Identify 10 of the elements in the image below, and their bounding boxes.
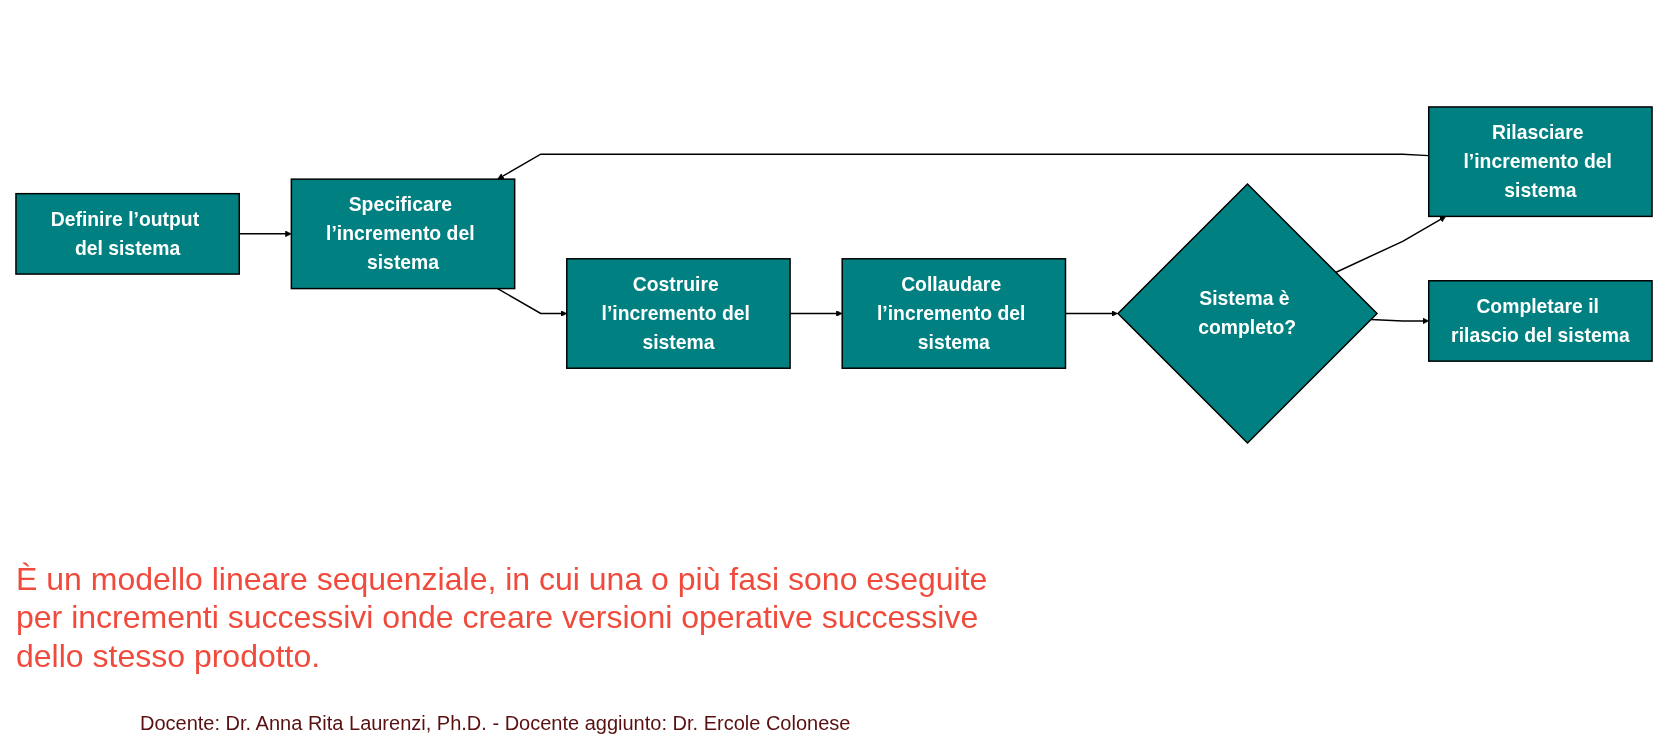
node-box: Specificare l’incremento del sistema xyxy=(290,178,516,290)
arrow xyxy=(1334,216,1447,274)
note-text: È un modello lineare sequenziale, in cui una o più fasi sono eseguite per incrementi successivi onde creare versioni operative successive dello stesso prodotto. xyxy=(16,560,989,676)
node-box: Costruire l’incremento del sistema xyxy=(566,258,791,369)
node-box: Rilasciare l’incremento del sistema xyxy=(1428,106,1653,218)
node-diamond: Sistema è completo? xyxy=(1116,182,1379,445)
node-box: Collaudare l’incremento del sistema xyxy=(841,258,1067,369)
node-box: Definire l’output del sistema xyxy=(15,192,240,275)
node-box: Completare il rilascio del sistema xyxy=(1428,280,1653,362)
footer-text: Docente: Dr. Anna Rita Laurenzi, Ph.D. - Docente aggiunto: Dr. Ercole Colonese xyxy=(140,712,851,735)
